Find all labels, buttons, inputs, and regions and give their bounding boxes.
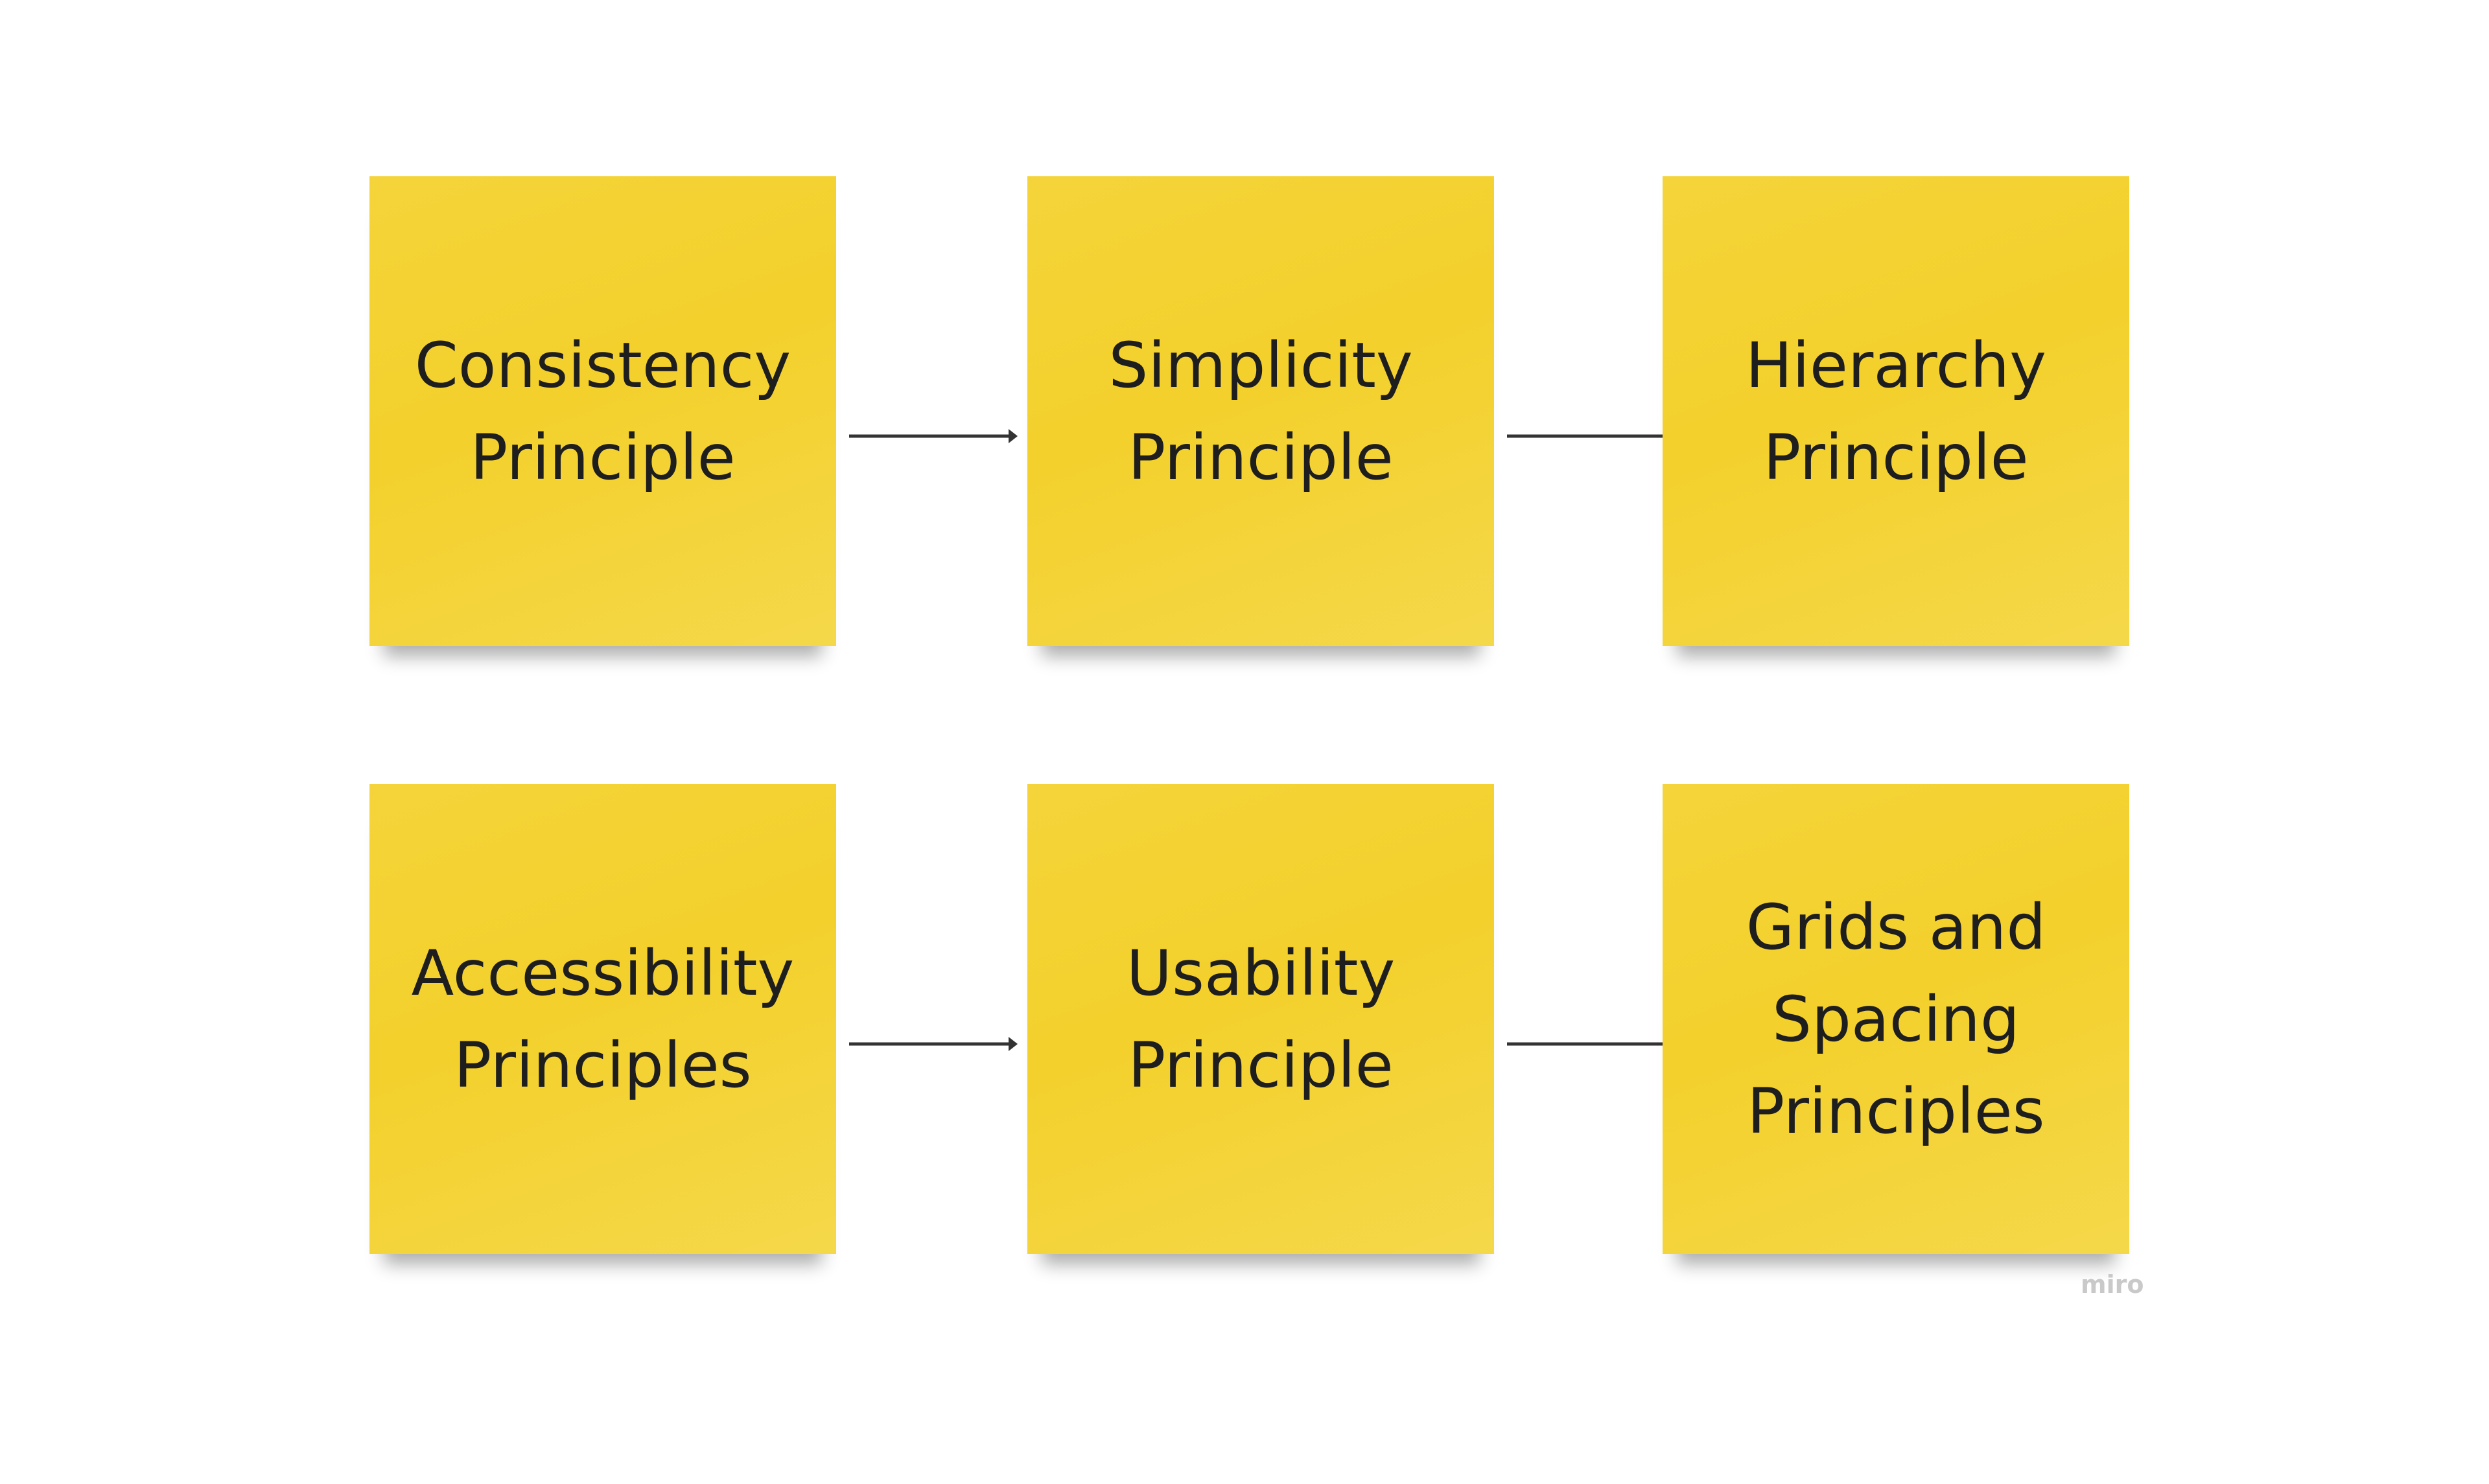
sticky-note-simplicity[interactable]: Simplicity Principle — [1027, 176, 1494, 646]
sticky-note-consistency[interactable]: Consistency Principle — [369, 176, 836, 646]
note-label: Simplicity Principle — [1108, 329, 1413, 494]
sticky-note-usability[interactable]: Usability Principle — [1027, 784, 1494, 1254]
sticky-note-hierarchy[interactable]: Hierarchy Principle — [1663, 176, 2129, 646]
miro-watermark: miro — [2081, 1270, 2144, 1299]
note-label: Accessibility Principles — [411, 936, 795, 1102]
arrow-consistency-to-simplicity — [849, 429, 1018, 443]
arrow-simplicity-to-hierarchy — [1507, 429, 1676, 443]
note-label: Grids and Spacing Principles — [1746, 890, 2046, 1148]
sticky-note-grids-spacing[interactable]: Grids and Spacing Principles — [1663, 784, 2129, 1254]
arrow-usability-to-grids — [1507, 1037, 1676, 1051]
sticky-note-accessibility[interactable]: Accessibility Principles — [369, 784, 836, 1254]
arrow-accessibility-to-usability — [849, 1037, 1018, 1051]
note-label: Consistency Principle — [414, 329, 791, 494]
note-label: Hierarchy Principle — [1745, 329, 2046, 494]
note-label: Usability Principle — [1126, 936, 1396, 1102]
